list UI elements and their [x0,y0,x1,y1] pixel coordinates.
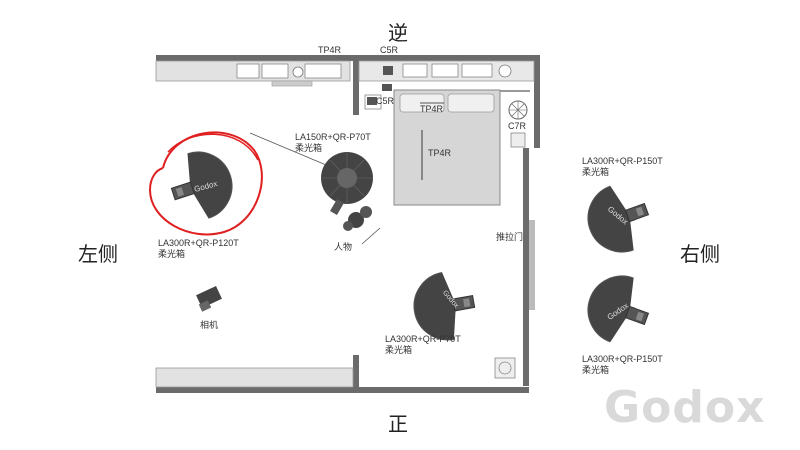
label-tp4r-top: TP4R [318,45,342,55]
label-sliding-door: 推拉门 [496,232,524,242]
label-la300-left-model: LA300R+QR-P120T [158,238,239,248]
label-la300-right2-type: 柔光箱 [582,365,610,375]
label-tp4r-center: TP4R [428,148,452,158]
bottom-counter [155,367,354,388]
plant-pot-bottom [494,357,516,379]
kitchen-counter [155,60,351,87]
label-la300-right2-model: LA300R+QR-P150T [582,354,663,364]
direction-top: 逆 [388,21,408,45]
label-la300-bottom-model: LA300R+QR-P70T [385,334,461,344]
person-icon [343,206,381,245]
label-c5r-top: C5R [380,45,399,55]
c7r-light-fixture [508,100,528,120]
room-walls [156,55,540,393]
godox-watermark-logo: Godox [604,382,766,433]
label-tp4r-bed: TP4R [420,104,444,114]
direction-left: 左侧 [78,242,118,266]
label-camera: 相机 [200,320,219,330]
plant-pot [510,132,526,148]
label-la300-bottom-type: 柔光箱 [385,345,413,355]
la150-softbox-icon [249,132,373,216]
camera-icon [196,286,222,312]
bed [393,89,530,206]
label-la300-left-type: 柔光箱 [158,249,186,259]
label-c5r-side: C5R [376,96,395,106]
desk-top [358,60,535,91]
label-la150-type: 柔光箱 [295,143,323,153]
direction-right: 右侧 [680,242,720,266]
label-la300-right1-type: 柔光箱 [582,167,610,177]
label-la300-right1-model: LA300R+QR-P150T [582,156,663,166]
label-la150-model: LA150R+QR-P70T [295,132,371,142]
highlight-circle [148,131,263,236]
sliding-door [529,220,535,310]
label-c7r: C7R [508,121,527,131]
direction-bottom: 正 [388,412,408,436]
label-person: 人物 [334,242,353,252]
side-table [364,94,382,110]
